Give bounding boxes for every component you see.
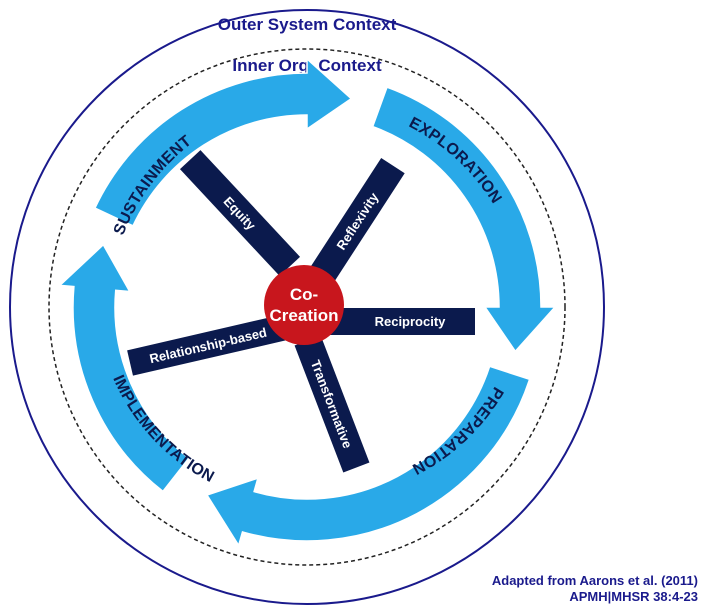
hub-label-line1: Co- (290, 285, 318, 304)
spoke-reciprocity: Reciprocity (330, 308, 475, 335)
credit-line2: APMH|MHSR 38:4-23 (569, 589, 698, 604)
outer-context-title: Outer System Context (218, 15, 397, 34)
spoke-reflexivity: Reflexivity (309, 158, 405, 284)
outer-context-circle (9, 9, 605, 605)
spoke-label-reciprocity: Reciprocity (375, 314, 447, 329)
credit-line1: Adapted from Aarons et al. (2011) (492, 573, 698, 588)
hub-label-line2: Creation (270, 306, 339, 325)
spoke-transformative: Transformative (294, 335, 370, 473)
ring-segment-right (371, 86, 557, 353)
ring-segment-top (93, 57, 353, 227)
ring-segment-left (58, 243, 190, 493)
inner-context-circle (48, 48, 566, 566)
spoke-relationship-based: Relationship-based (127, 314, 289, 376)
hub-circle (264, 265, 344, 345)
cycle-ring (58, 57, 557, 548)
ring-segment-bottom (205, 365, 531, 548)
spoke-equity: Equity (179, 150, 301, 276)
